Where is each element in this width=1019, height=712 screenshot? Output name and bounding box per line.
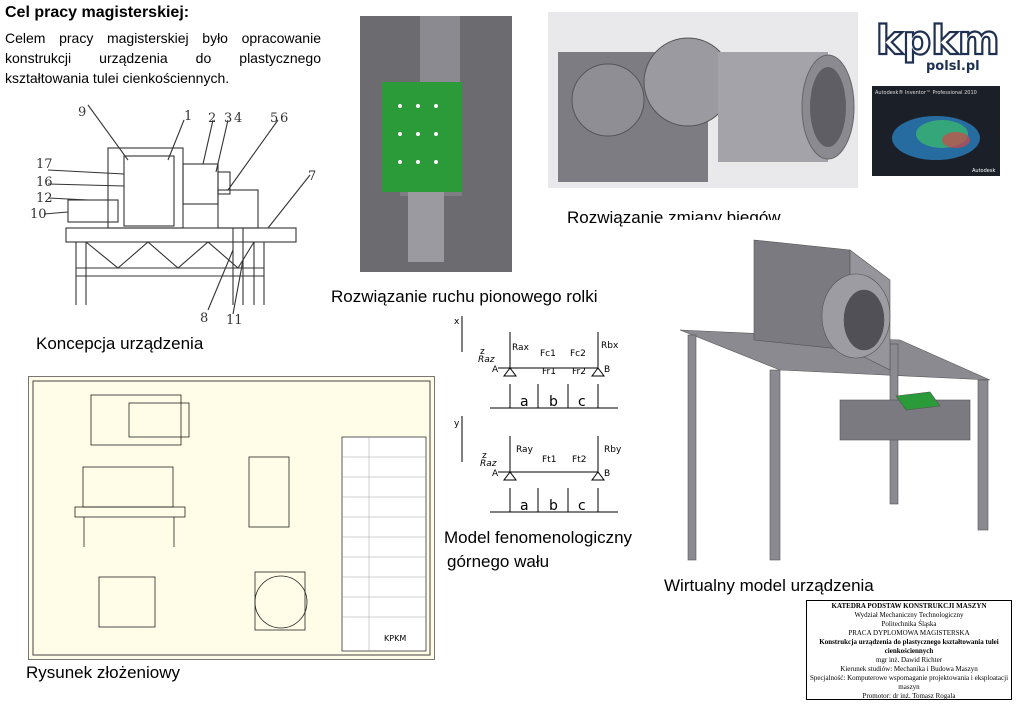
svg-text:Fr2: Fr2 [572,367,586,377]
concept-sketch: 9 1 2 3 4 5 6 17 16 12 10 7 8 11 [30,104,316,328]
svg-text:A: A [492,469,499,479]
title-block-work: PRACA DYPLOMOWA MAGISTERSKA [848,629,970,637]
svg-text:a: a [520,394,529,410]
sketch-number: 3 [224,111,232,126]
svg-text:A: A [492,365,499,375]
sketch-number: 2 [208,111,216,126]
svg-text:Rby: Rby [604,445,622,455]
drawing-stamp: KPKM [384,634,406,643]
svg-text:y: y [454,419,460,429]
kpkm-logo: kpkm polsl.pl [872,16,1000,74]
caption-assembly: Rysunek złożeniowy [26,663,181,682]
sketch-number: 7 [308,169,316,184]
svg-text:Raz: Raz [480,459,497,469]
goal-text: Celem pracy magisterskiej było opracowan… [5,30,321,86]
svg-text:z: z [482,451,487,461]
sketch-number: 6 [280,111,288,126]
svg-text:Ft1: Ft1 [542,455,556,465]
svg-text:b: b [549,394,558,410]
shaft-model-diagram: x z Raz Rax Fc1 Fc2 Rbx A B Fr1 Fr2 a b … [454,316,622,514]
title-block-faculty: Wydział Mechaniczny Technologiczny [854,611,964,619]
svg-text:Rbx: Rbx [601,341,619,351]
svg-text:x: x [454,317,460,327]
vertical-roller-render [360,16,512,272]
caption-model-line2: górnego wału [447,552,550,571]
svg-text:z: z [480,347,485,357]
logo-main-text: kpkm [876,18,1000,64]
svg-text:Fc2: Fc2 [570,349,586,359]
title-block-dept: KATEDRA PODSTAW KONSTRUKCJI MASZYN [831,602,987,610]
svg-text:Rax: Rax [512,343,530,353]
caption-model-line1: Model fenomenologiczny [444,528,633,547]
caption-virtual: Wirtualny model urządzenia [664,576,874,595]
svg-text:a: a [520,498,529,514]
sketch-number: 17 [36,157,53,172]
inventor-splash: Autodesk® Inventor™ Professional 2010 Au… [872,86,1000,176]
logo-sub-text: polsl.pl [926,59,980,74]
sketch-number: 9 [78,105,86,120]
sketch-number: 10 [30,207,47,222]
title-block-author: mgr inż. Dawid Richter [875,656,943,664]
title-block-uni: Politechnika Śląska [881,620,937,628]
sketch-number: 11 [226,313,243,328]
sketch-number: 5 [270,111,278,126]
gear-render [548,12,858,188]
svg-text:c: c [578,394,586,410]
sketch-number: 12 [36,191,53,206]
svg-text:c: c [578,498,586,514]
assembly-drawing: KPKM [28,376,435,660]
title-block-promoter: Promotor: dr inż. Tomasz Rogala [862,692,956,700]
virtual-model-render [660,220,998,570]
svg-text:B: B [604,469,610,479]
inventor-brand: Autodesk [972,168,995,174]
svg-text:Fr1: Fr1 [542,367,556,377]
title-block-field: Kierunek studiów: Mechanika i Budowa Mas… [840,665,978,673]
svg-text:Ft2: Ft2 [572,455,586,465]
sketch-number: 16 [36,175,53,190]
svg-text:Fc1: Fc1 [540,349,556,359]
title-block-topic: Konstrukcja urządzenia do plastycznego k… [819,638,999,655]
svg-text:B: B [604,365,610,375]
caption-vertical: Rozwiązanie ruchu pionowego rolki [331,287,598,306]
inventor-title: Autodesk® Inventor™ Professional 2010 [875,89,977,96]
svg-text:Raz: Raz [478,355,495,365]
svg-text:Ray: Ray [516,445,534,455]
svg-text:b: b [549,498,558,514]
sketch-number: 4 [234,111,242,126]
sketch-number: 1 [184,109,192,124]
title-block-spec: Specjalność: Komputerowe wspomaganie pro… [809,674,1009,691]
goal-title: Cel pracy magisterskiej: [5,4,190,21]
caption-concept: Koncepcja urządzenia [36,334,204,353]
thesis-title-block: KATEDRA PODSTAW KONSTRUKCJI MASZYN Wydzi… [806,600,1012,700]
sketch-number: 8 [200,311,208,326]
